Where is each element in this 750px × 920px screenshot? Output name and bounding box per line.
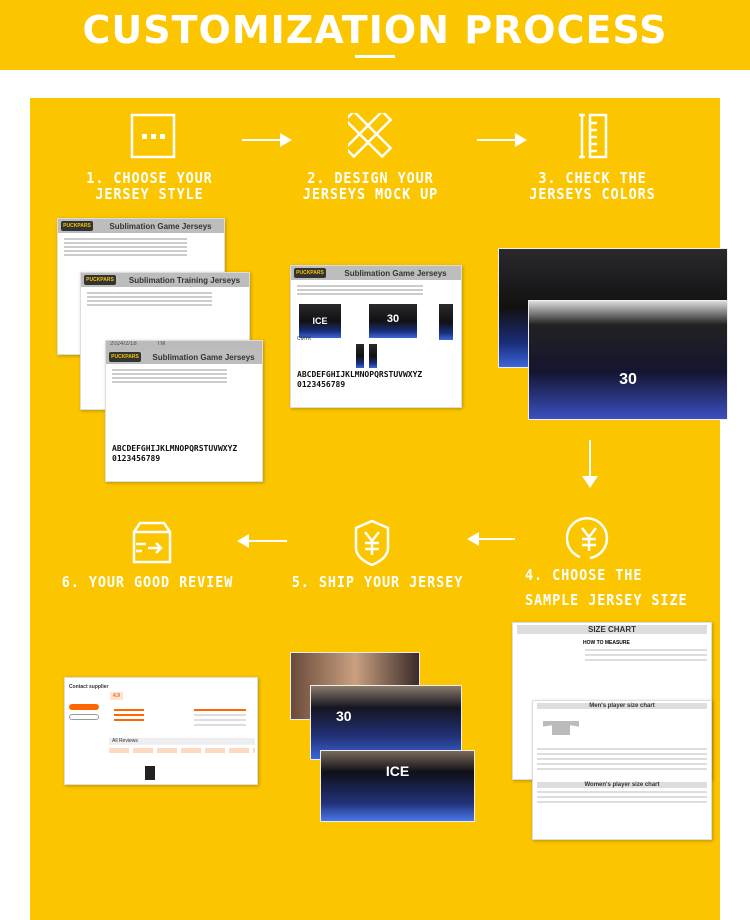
arrow-right-icon <box>242 133 292 147</box>
step-6-label: 6. YOUR GOOD REVIEW <box>61 573 234 591</box>
pencil-ruler-icon <box>348 113 393 159</box>
arrow-left-icon <box>467 532 515 546</box>
yen-circle-icon <box>566 516 609 560</box>
shipping-photo-2: 30 <box>310 685 462 760</box>
size-chart-table: Men's player size chart Women's player s… <box>532 700 712 840</box>
arrow-left-icon <box>237 534 287 548</box>
arrow-down-head <box>582 476 598 488</box>
dots-card-icon <box>130 113 176 159</box>
step-5-label: 5. SHIP YOUR JERSEY <box>291 573 464 591</box>
arrow-right-icon <box>477 133 527 147</box>
arrow-down-icon <box>589 440 591 478</box>
page-title: CUSTOMIZATION PROCESS <box>82 8 668 52</box>
box-arrow-icon <box>132 521 172 564</box>
jersey-color-photo-front: 30 <box>528 300 728 420</box>
yen-shield-icon <box>354 519 390 567</box>
shipping-photo-3: ICE <box>320 750 475 822</box>
title-banner <box>0 0 750 70</box>
ruler-icon <box>579 113 608 159</box>
title-underline <box>355 55 395 58</box>
review-screenshot: Contact supplier 4.9 All Reviews <box>64 677 258 785</box>
